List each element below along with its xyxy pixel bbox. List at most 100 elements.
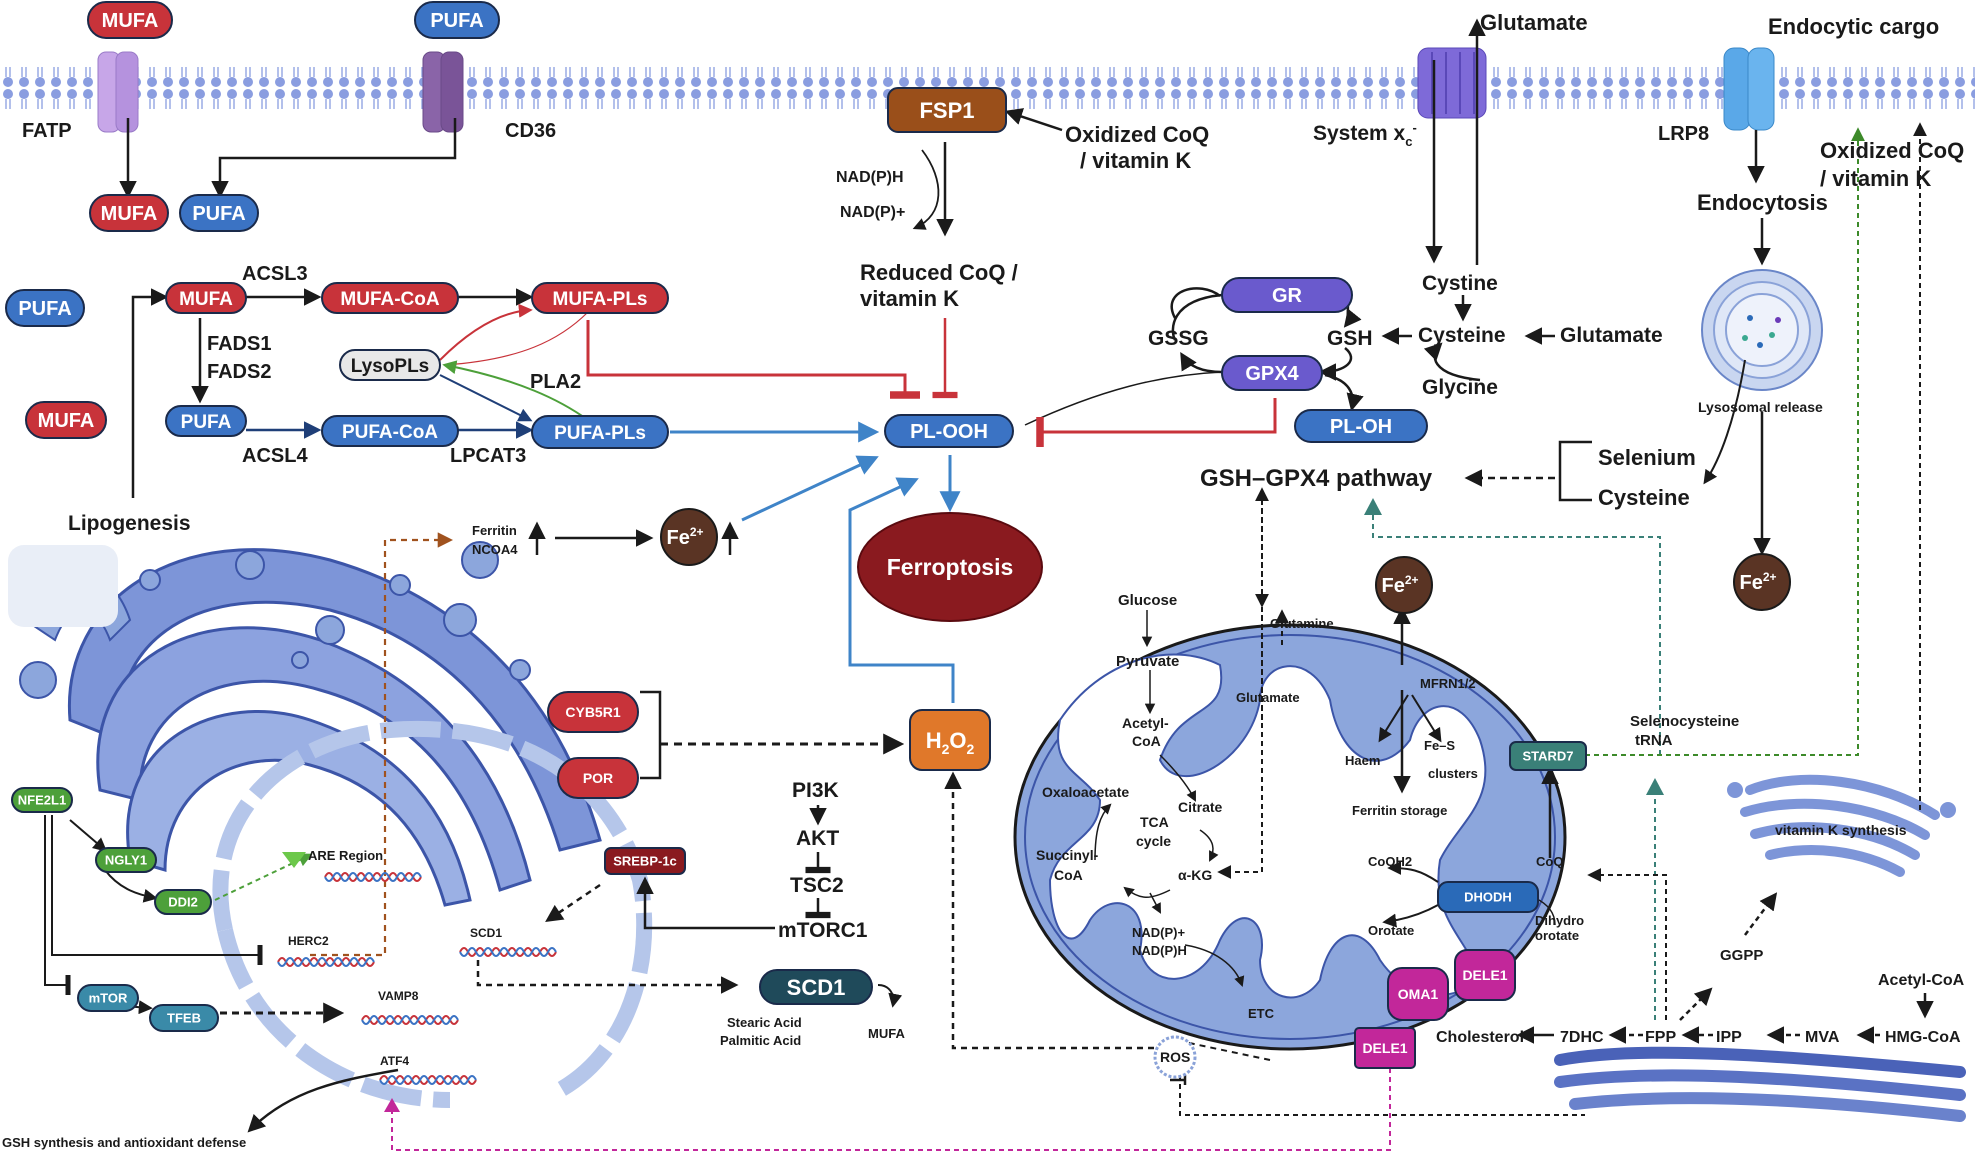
golgi-apparatus <box>1727 774 1956 877</box>
acetyl-coa-label-1: Acetyl- <box>1122 715 1169 731</box>
pufa-pill-label: PUFA <box>181 412 232 433</box>
cysteine2-label: Cysteine <box>1598 485 1690 510</box>
mufa-in-pill: MUFA <box>89 194 169 232</box>
oxidized-coq-right-1: Oxidized CoQ <box>1820 138 1964 163</box>
glucose-label: Glucose <box>1118 592 1177 609</box>
pl-oh-pill: PL-OH <box>1294 409 1428 443</box>
dele1-node-b: DELE1 <box>1354 1027 1416 1069</box>
herc2-label: HERC2 <box>288 934 329 948</box>
system-xc-part: System x <box>1313 122 1406 145</box>
nadph-label: NAD(P)H <box>836 169 904 186</box>
h2o2-part: H <box>926 728 942 753</box>
pufa-free-pill: PUFA <box>5 289 85 327</box>
tsc2-label: TSC2 <box>790 874 844 897</box>
are-region-label: ARE Region <box>308 848 383 863</box>
glutamate-mito-label: Glutamate <box>1236 690 1300 705</box>
glutamate-right-label: Glutamate <box>1560 324 1663 347</box>
h2o2-part: 2 <box>942 741 950 757</box>
nadp-label: NAD(P)+ <box>840 204 905 221</box>
acetyl-coa-mva-label: Acetyl-CoA <box>1878 972 1965 989</box>
h2o2-part: 2 <box>967 741 975 757</box>
dna-icon <box>361 1015 459 1025</box>
mufa-free-pill-label: MUFA <box>38 410 95 432</box>
atf4-label: ATF4 <box>380 1054 409 1068</box>
mtor-pill-label: mTOR <box>89 991 128 1006</box>
fsp1-node: FSP1 <box>887 87 1007 133</box>
mufa-in-pill-label: MUFA <box>101 203 158 225</box>
dele1-node-a-label: DELE1 <box>1462 967 1507 983</box>
ferritin-label: Ferritin <box>472 523 517 538</box>
scd1-node-label: SCD1 <box>787 975 846 1000</box>
akg-label: α-KG <box>1178 867 1212 883</box>
mufa-pls-pill: MUFA-PLs <box>531 282 669 314</box>
h2o2-node-label: H2O2 <box>926 728 975 757</box>
fe2-circle-lysosome-label: Fe <box>1739 572 1762 594</box>
system-xc-part: - <box>1412 120 1416 135</box>
cholesterol-label: Cholesterol <box>1436 1029 1524 1046</box>
system-xc-label: System xc- <box>1313 120 1417 149</box>
nadp-plus-mito-label: NAD(P)+ <box>1132 925 1185 940</box>
nfe2l1-pill-label: NFE2L1 <box>18 793 66 808</box>
er-stack-right <box>1554 1046 1966 1122</box>
pla2-label: PLA2 <box>530 371 581 393</box>
svg-text:Fe2+: Fe2+ <box>666 525 703 549</box>
scd1-node: SCD1 <box>759 969 873 1005</box>
pufa-top-pill-label: PUFA <box>430 10 483 32</box>
endocytic-cargo-label: Endocytic cargo <box>1768 14 1939 39</box>
pi3k-label: PI3K <box>792 779 839 802</box>
fads1-label: FADS1 <box>207 333 271 355</box>
dele1-node-a: DELE1 <box>1454 949 1516 1001</box>
background-panel <box>8 545 118 627</box>
oma1-node-label: OMA1 <box>1398 986 1439 1002</box>
ddi2-pill: DDI2 <box>154 889 212 915</box>
dna-icon <box>379 1075 477 1085</box>
oxidized-coq-label-1: Oxidized CoQ <box>1065 122 1209 147</box>
dna-icon <box>324 872 422 882</box>
are-region-icon <box>282 852 306 868</box>
lrp8-label: LRP8 <box>1658 123 1709 145</box>
fpp-label: FPP <box>1645 1029 1676 1046</box>
dele1-node-b-label: DELE1 <box>1362 1040 1407 1056</box>
dihydro-label-2: orotate <box>1535 928 1579 943</box>
dna-icon <box>277 957 375 967</box>
fe2-circle-main: Fe2+ <box>660 508 718 566</box>
pufa-pls-pill: PUFA-PLs <box>531 415 669 449</box>
fatp-transporter <box>97 51 139 133</box>
pufa-coa-pill-label: PUFA-CoA <box>342 422 438 443</box>
pufa-pill: PUFA <box>165 405 247 437</box>
lysopls-pill: LysoPLs <box>339 349 441 381</box>
ferroptosis-node: Ferroptosis <box>857 512 1043 622</box>
cd36-label: CD36 <box>505 120 556 142</box>
scd1-gene-label: SCD1 <box>470 926 502 940</box>
acsl3-label: ACSL3 <box>242 263 308 285</box>
pl-ooh-pill: PL-OOH <box>884 414 1014 448</box>
pufa-top-pill: PUFA <box>414 1 500 39</box>
seleno-label-1: Selenocysteine <box>1630 713 1739 730</box>
citrate-label: Citrate <box>1178 799 1223 815</box>
lysopls-pill-label: LysoPLs <box>351 356 430 377</box>
vitk-synthesis-label: vitamin K synthesis <box>1775 822 1907 838</box>
h2o2-part: O <box>949 728 966 753</box>
oxaloacetate-label: Oxaloacetate <box>1042 784 1129 800</box>
pufa-free-pill-label: PUFA <box>18 298 71 320</box>
gsh-gpx4-pathway-label: GSH–GPX4 pathway <box>1200 465 1433 492</box>
svg-text:Fe2+: Fe2+ <box>1381 573 1418 597</box>
fe2-circle-main-label: Fe <box>666 527 689 549</box>
cyb5r1-pill-label: CYB5R1 <box>565 704 620 720</box>
orotate-label: Orotate <box>1368 923 1414 938</box>
lpcat3-label: LPCAT3 <box>450 445 526 467</box>
glutamate-top-label: Glutamate <box>1480 10 1588 35</box>
stard7-pill: STARD7 <box>1509 741 1587 771</box>
cysteine-label: Cysteine <box>1418 324 1506 347</box>
gr-pill: GR <box>1221 277 1353 313</box>
lipogenesis-label: Lipogenesis <box>68 512 191 535</box>
ipp-label: IPP <box>1716 1029 1742 1046</box>
gpx4-pill-label: GPX4 <box>1245 363 1299 385</box>
mufa-coa-pill-label: MUFA-CoA <box>340 289 439 310</box>
fsp1-node-label: FSP1 <box>919 98 974 123</box>
pufa-coa-pill: PUFA-CoA <box>321 415 459 447</box>
ros-label: ROS <box>1160 1049 1190 1065</box>
pyruvate-label: Pyruvate <box>1116 653 1179 670</box>
fe2-circle-mito-label: Fe <box>1381 575 1404 597</box>
ngly1-pill-label: NGLY1 <box>105 853 147 868</box>
